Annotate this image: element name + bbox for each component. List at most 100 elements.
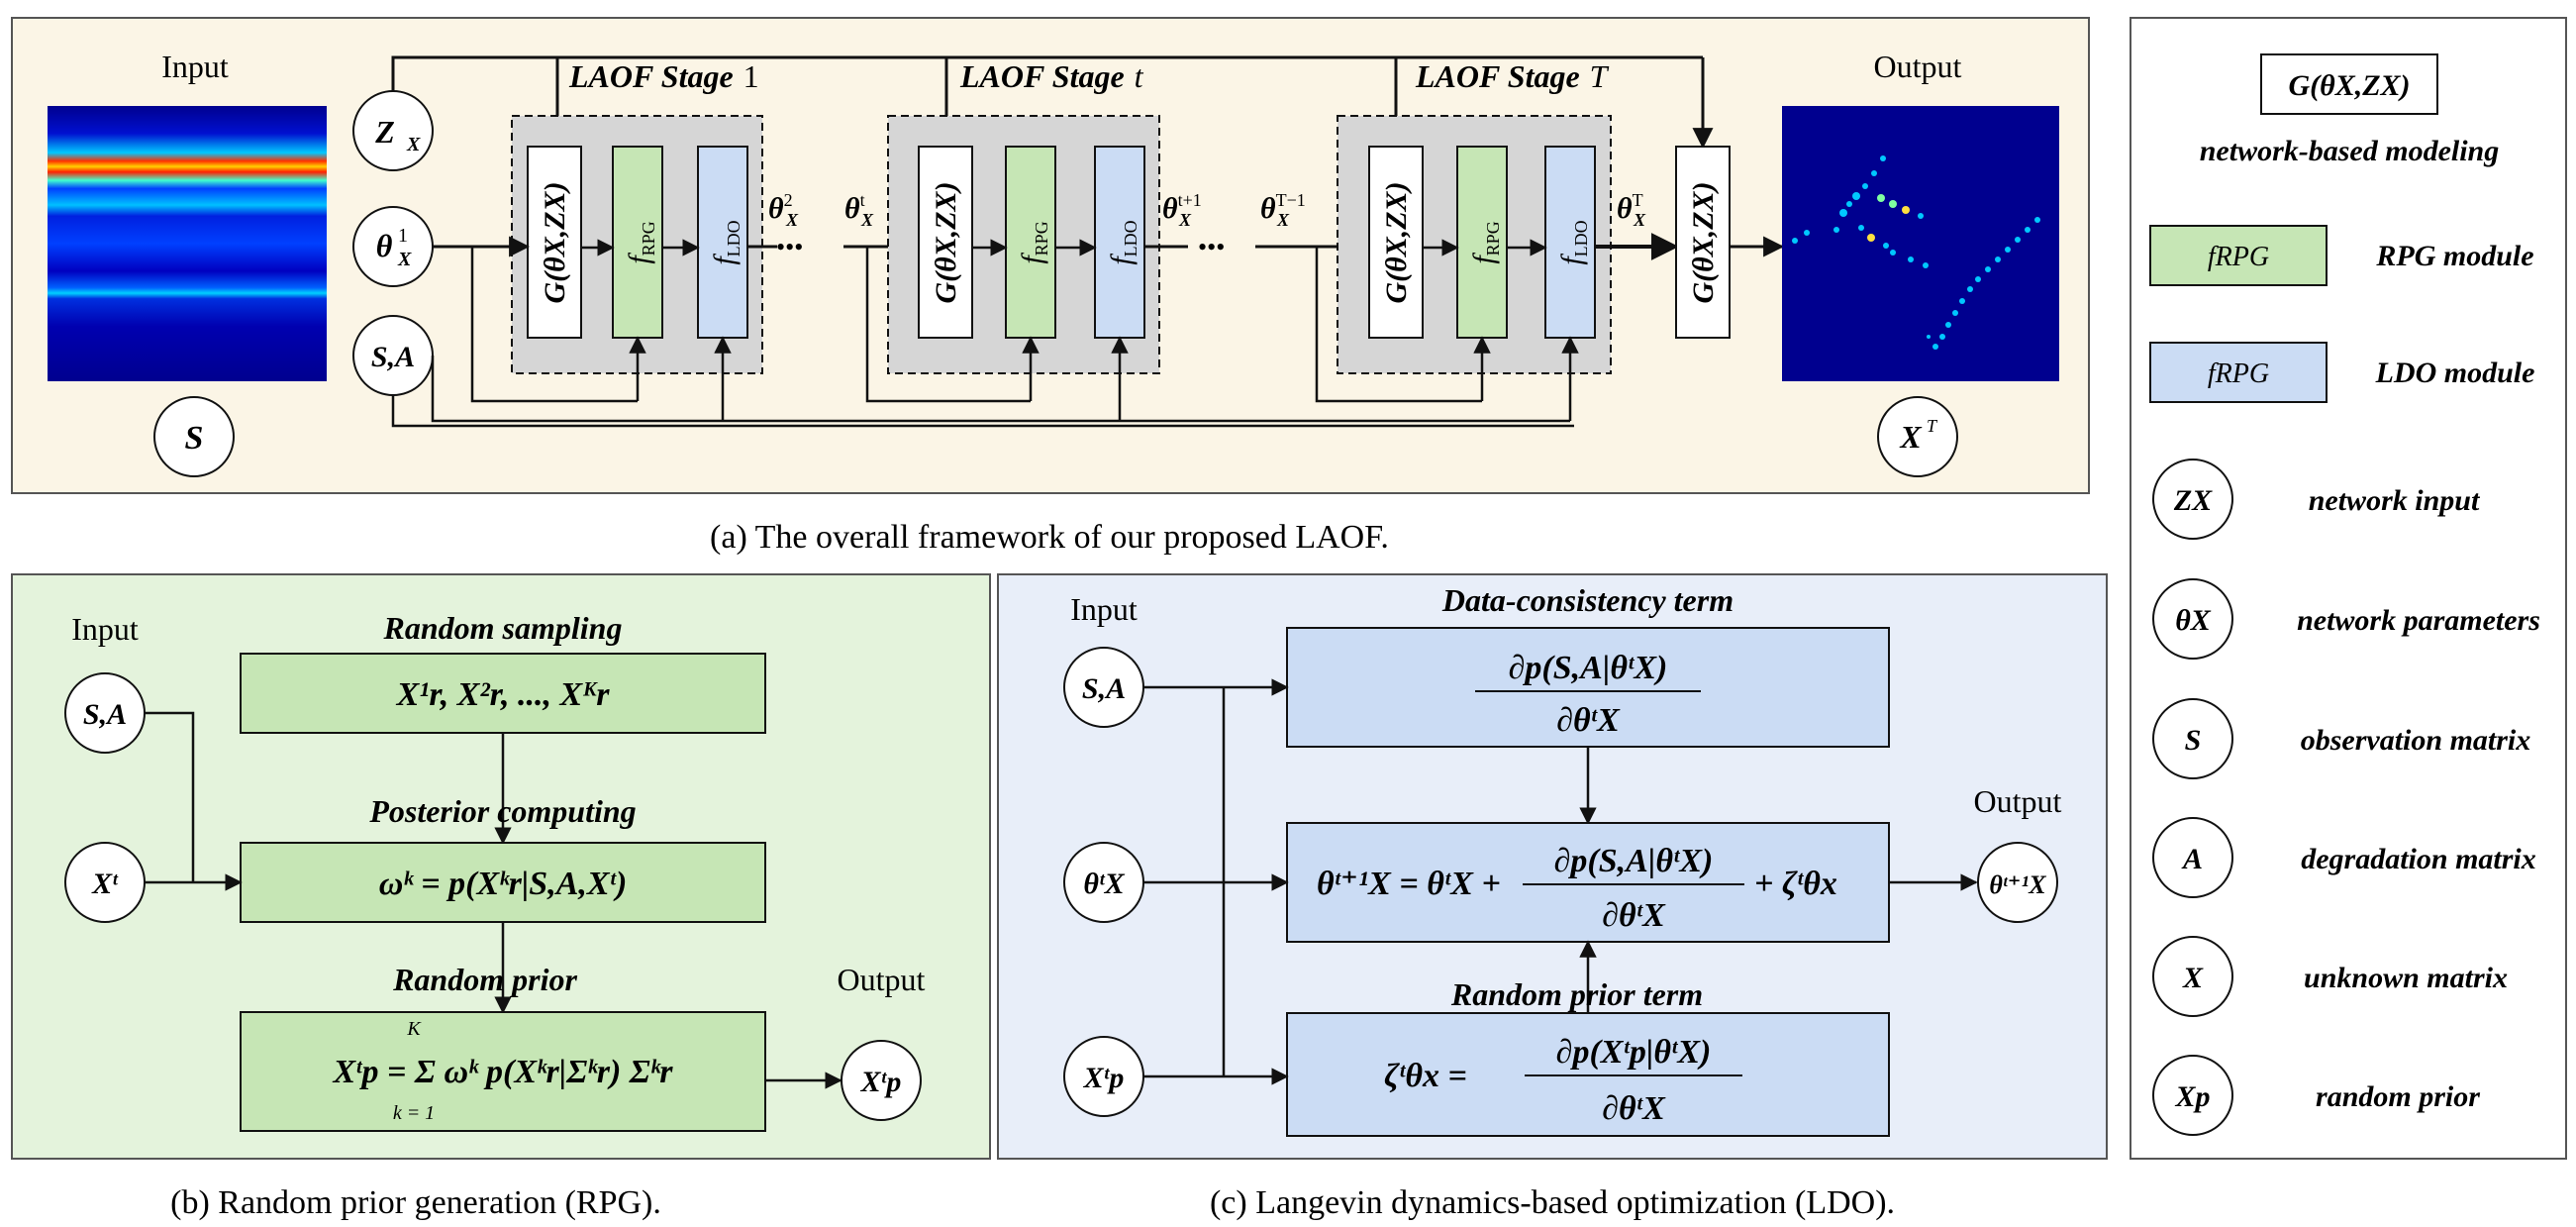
circle-xt-label: X [1899, 419, 1922, 455]
legend-ldo-box [2149, 342, 2328, 403]
data-consistency-num: ∂p(S,A|θᵗX) [1509, 650, 1668, 686]
staget-g-label: G(θX,ZX) [930, 181, 962, 303]
circle-s [153, 396, 235, 477]
legend-z-circle-label: ZX [2173, 484, 2213, 517]
panel-c-circle-sa-label: S,A [1082, 672, 1126, 705]
prior-term-den: ∂θᵗX [1602, 1090, 1666, 1127]
circle-theta1-label: θ [376, 228, 393, 263]
legend-xp-circle [2152, 1055, 2233, 1136]
panel-c: Input Output S,A θᵗX Xᵗp Data-consistenc… [997, 573, 2108, 1221]
stageT-g-box [1368, 146, 1424, 339]
dots-2: ••• [1198, 233, 1225, 261]
circle-zx-sub: X [406, 134, 421, 155]
panel-b-output-label: Output [838, 962, 926, 997]
random-prior-title: Random prior [392, 962, 577, 997]
output-reconstruction-image [1782, 106, 2059, 381]
panel-c-circle-xp-label: Xᵗp [1083, 1062, 1125, 1094]
legend-z-circle [2152, 459, 2233, 540]
panel-c-circle-out [1977, 842, 2058, 923]
data-consistency-title: Data-consistency term [1441, 582, 1734, 618]
dots-1: ••• [776, 233, 803, 261]
legend-ldo-box-label: fRPG [2208, 358, 2269, 389]
legend-rpg-box [2149, 225, 2328, 286]
posterior-title: Posterior computing [368, 793, 636, 829]
stage1-g-label: G(θX,ZX) [539, 181, 571, 303]
thetaT-label: θT [1617, 190, 1643, 225]
thetat1-label: θt+1 [1162, 190, 1202, 225]
legend-x-circle [2152, 936, 2233, 1017]
input-spectrum-image [48, 106, 327, 381]
legend-g-text: network-based modeling [2200, 135, 2500, 167]
legend-ldo-text: LDO module [2375, 357, 2535, 389]
legend-g-box [2260, 53, 2438, 115]
update-lhs: θᵗ⁺¹X = θᵗX + [1317, 866, 1501, 902]
prior-term-num: ∂p(Xᵗp|θᵗX) [1556, 1034, 1712, 1071]
legend-z-text: network input [2309, 484, 2481, 517]
panel-c-caption: (c) Langevin dynamics-based optimization… [1210, 1184, 1895, 1221]
theta2-label: θ2 [768, 190, 793, 225]
sa-to-posterior-line [145, 711, 195, 882]
circle-s-label: S [185, 420, 204, 457]
panel-c-input-label: Input [1070, 591, 1138, 627]
random-prior-box [240, 1011, 766, 1132]
data-consistency-den: ∂θᵗX [1556, 702, 1621, 739]
panel-b-circle-xt-label: Xᵗ [91, 868, 119, 900]
legend-xp-circle-label: Xp [2174, 1080, 2210, 1113]
output-reconstruction-points [1792, 155, 2040, 350]
panel-b-circle-xp-label: Xᵗp [860, 1066, 902, 1098]
panel-b-input-label: Input [71, 611, 139, 647]
theta2-sub: X [785, 210, 799, 230]
panel-a-output-label: Output [1874, 49, 1962, 84]
staget-g-box [918, 146, 973, 339]
circle-theta1-sup: 1 [398, 225, 408, 247]
legend-g-box-label: G(θX,ZX) [2288, 69, 2410, 102]
legend-s-circle-label: S [2185, 724, 2202, 757]
legend: G(θX,ZX) network-based modeling fRPG RPG… [2130, 17, 2567, 1160]
thetat-label: θt [844, 190, 865, 225]
legend-a-circle-label: A [2181, 843, 2203, 875]
panel-b-circle-xp [841, 1040, 922, 1121]
panel-c-output-label: Output [1974, 783, 2062, 819]
thetat1-sub: X [1178, 210, 1192, 230]
legend-x-circle-label: X [2182, 962, 2204, 994]
random-prior-eq: Xᵗp = Σ ωᵏ p(Xᵏr|Σᵏr) Σᵏr [332, 1054, 673, 1090]
circle-zx-label: Z [374, 114, 395, 150]
prior-term-title: Random prior term [1450, 976, 1703, 1012]
legend-s-text: observation matrix [2301, 724, 2531, 757]
feedback-lines [391, 247, 1579, 428]
legend-rpg-text: RPG module [2375, 240, 2533, 272]
thetaT1-label: θT−1 [1260, 190, 1306, 225]
panel-b-circle-sa-label: S,A [83, 698, 127, 731]
random-sampling-title: Random sampling [383, 610, 623, 646]
stageT-ldo-box [1544, 146, 1596, 339]
legend-a-text: degradation matrix [2301, 843, 2536, 875]
final-g-label: G(θX,ZX) [1687, 181, 1720, 303]
posterior-box [240, 842, 766, 923]
circle-xt-sup: T [1927, 416, 1938, 436]
panel-b-caption: (b) Random prior generation (RPG). [170, 1184, 661, 1221]
panel-a-input-label: Input [161, 49, 229, 84]
legend-x-text: unknown matrix [2304, 962, 2508, 994]
legend-a-circle [2152, 817, 2233, 898]
stageT-g-label: G(θX,ZX) [1380, 181, 1413, 303]
stage1-g-box [527, 146, 582, 339]
data-consistency-box [1286, 627, 1890, 748]
update-rhs: + ζᵗθx [1754, 866, 1837, 902]
circle-theta1 [352, 206, 434, 287]
legend-theta-circle [2152, 578, 2233, 660]
stage1-ldo-box [697, 146, 748, 339]
staget-rpg-box [1005, 146, 1056, 339]
update-den: ∂θᵗX [1602, 897, 1666, 934]
panel-b: Input Output S,A Xᵗ Random sampling X¹r,… [11, 573, 991, 1221]
panel-c-circle-theta-label: θᵗX [1083, 868, 1125, 900]
circle-xt [1877, 396, 1958, 477]
legend-rpg-box-label: fRPG [2208, 242, 2269, 272]
legend-theta-circle-label: θX [2175, 604, 2212, 637]
thetat-sub: X [860, 210, 874, 230]
thetaT1-sub: X [1276, 210, 1290, 230]
legend-s-circle [2152, 698, 2233, 779]
posterior-eq: ωᵏ = p(Xᵏr|S,A,Xᵗ) [379, 866, 628, 902]
